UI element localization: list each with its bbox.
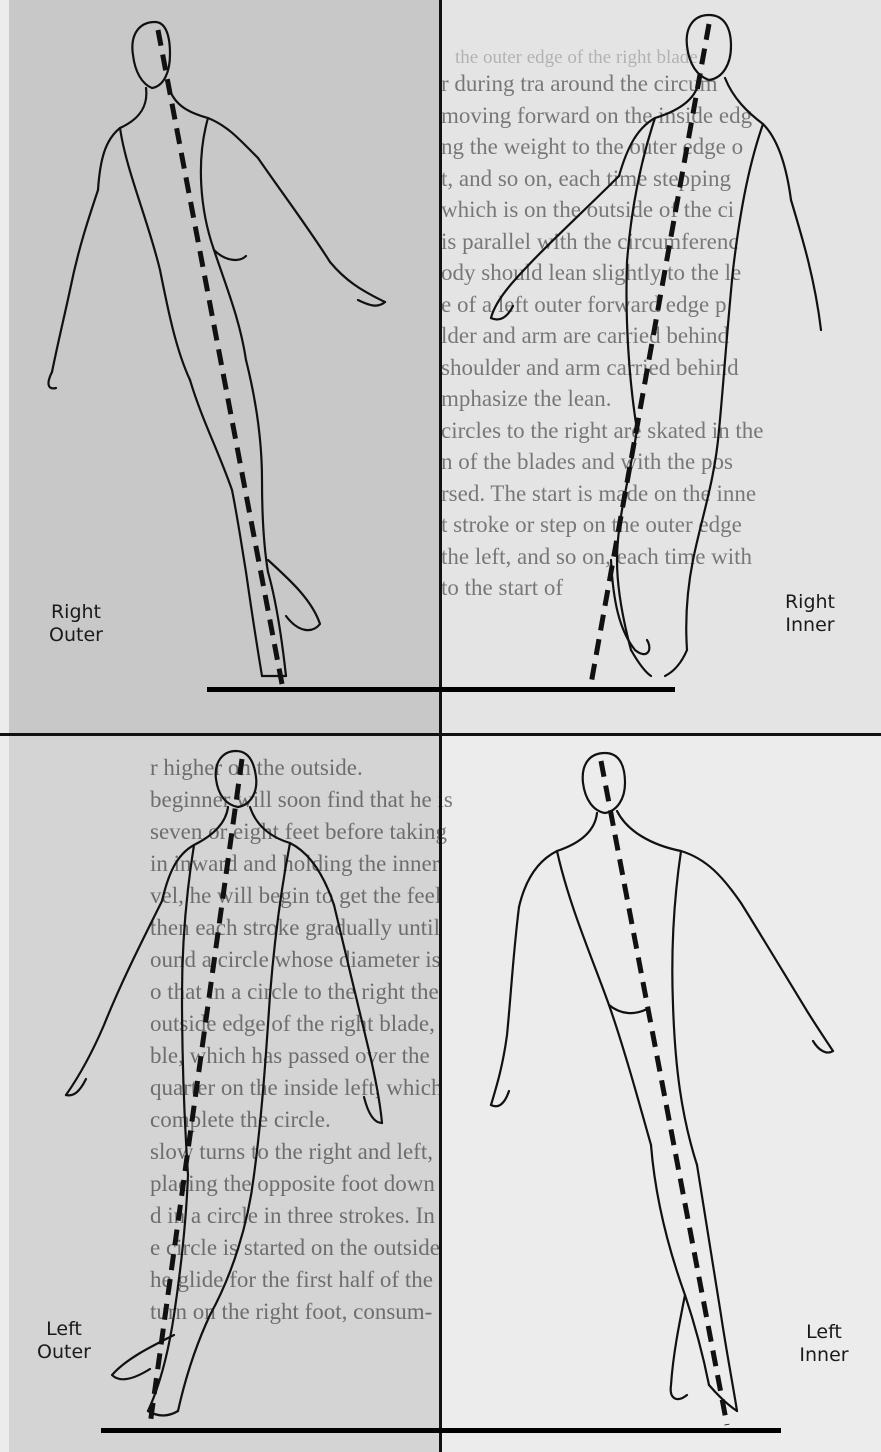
caption-line: Inner bbox=[788, 1344, 860, 1367]
ice-line-top bbox=[207, 687, 675, 692]
caption-line: Right bbox=[40, 601, 112, 624]
caption-right-outer: Right Outer bbox=[40, 601, 112, 647]
caption-left-outer: Left Outer bbox=[28, 1318, 100, 1364]
page-left-margin bbox=[0, 0, 9, 1452]
caption-right-inner: Right Inner bbox=[774, 591, 846, 637]
caption-line: Right bbox=[774, 591, 846, 614]
panel-divider-vertical bbox=[439, 0, 442, 1452]
caption-line: Outer bbox=[40, 624, 112, 647]
caption-line: Left bbox=[788, 1321, 860, 1344]
ice-line-bottom bbox=[101, 1428, 781, 1433]
caption-left-inner: Left Inner bbox=[788, 1321, 860, 1367]
caption-line: Inner bbox=[774, 614, 846, 637]
panel-divider-horizontal bbox=[0, 733, 881, 736]
caption-line: Outer bbox=[28, 1341, 100, 1364]
caption-line: Left bbox=[28, 1318, 100, 1341]
